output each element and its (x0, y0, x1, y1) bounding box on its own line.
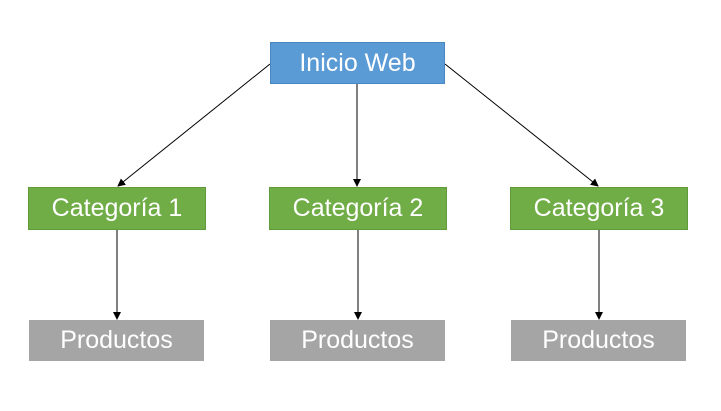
category-node-label: Categoría 1 (51, 194, 183, 222)
category-node-label: Categoría 2 (292, 194, 424, 222)
products-node-label: Productos (60, 326, 173, 354)
products-node-3: Productos (511, 320, 686, 361)
category-node-3: Categoría 3 (510, 187, 688, 230)
products-node-label: Productos (301, 326, 414, 354)
category-node-label: Categoría 3 (533, 194, 665, 222)
category-node-2: Categoría 2 (269, 187, 447, 230)
products-node-1: Productos (29, 320, 204, 361)
products-node-2: Productos (270, 320, 445, 361)
category-node-1: Categoría 1 (28, 187, 206, 230)
connector-root-to-category-1 (117, 63, 271, 187)
root-node-label: Inicio Web (299, 48, 416, 77)
root-node-inicio-web: Inicio Web (270, 42, 445, 84)
connector-root-to-category-3 (444, 63, 599, 187)
products-node-label: Productos (542, 326, 655, 354)
